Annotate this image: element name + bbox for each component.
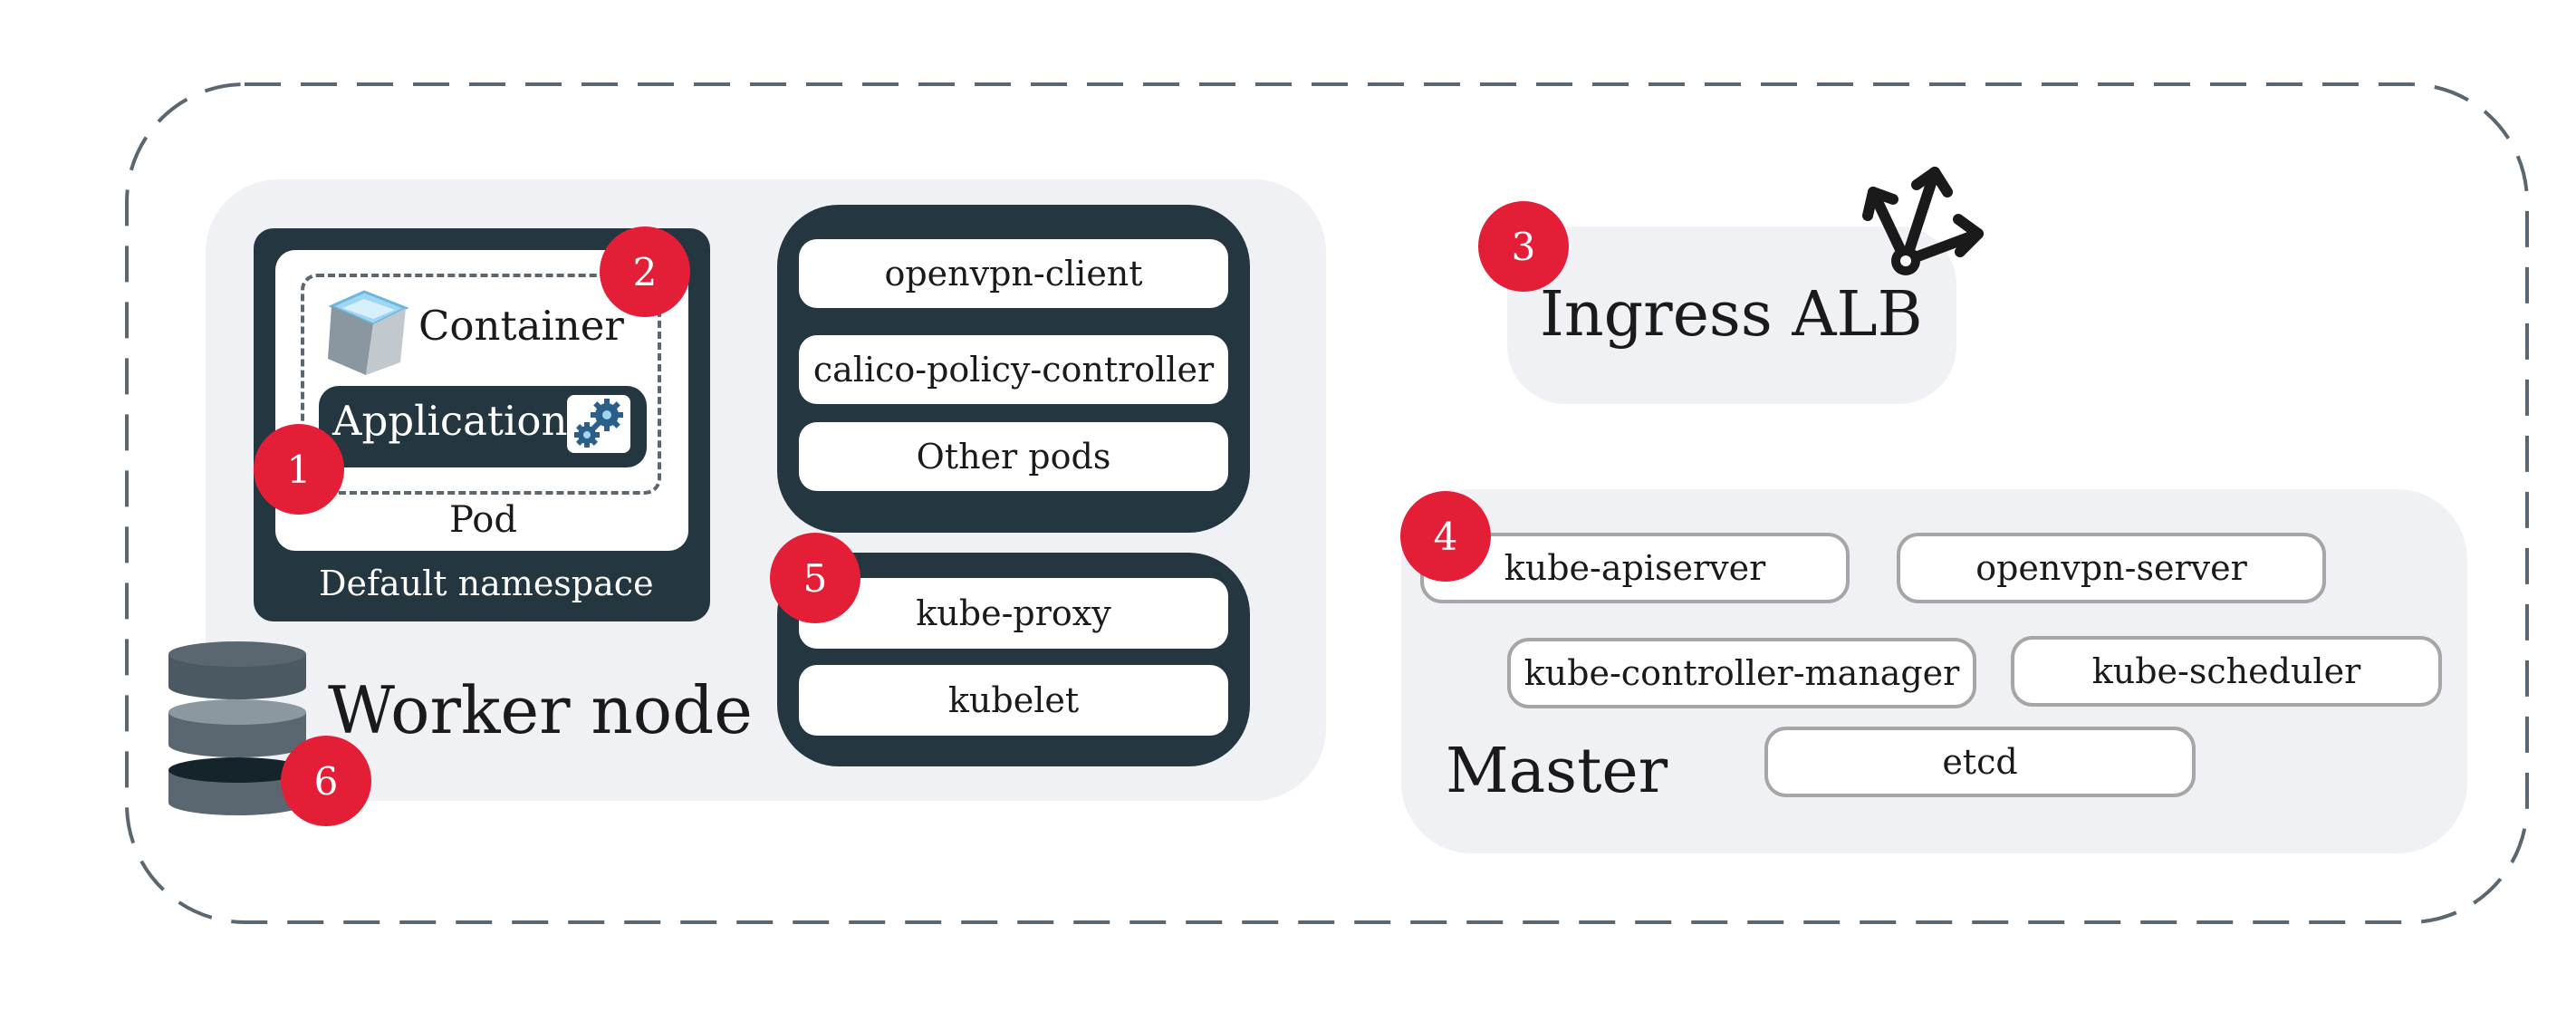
kube-apiserver-component: kube-apiserver	[1420, 533, 1850, 603]
badge-2: 2	[600, 226, 690, 317]
badge-1: 1	[254, 424, 344, 515]
storage-database-icon	[168, 641, 306, 815]
badge-5: 5	[770, 533, 860, 623]
calico-policy-controller-pod: calico-policy-controller	[799, 335, 1228, 404]
container-dashed-boundary	[301, 274, 661, 495]
openvpn-client-pod: openvpn-client	[799, 239, 1228, 308]
master-label: Master	[1446, 736, 1668, 807]
kube-scheduler-component: kube-scheduler	[2011, 636, 2442, 707]
badge-3: 3	[1478, 201, 1569, 292]
container-label: Container	[418, 302, 624, 350]
etcd-component: etcd	[1764, 727, 2196, 797]
badge-4: 4	[1400, 491, 1491, 582]
ingress-arrows-icon	[1862, 167, 1984, 275]
ingress-alb-panel	[1507, 226, 1956, 404]
pod-label: Pod	[449, 499, 517, 541]
kubelet-component: kubelet	[799, 665, 1228, 736]
kube-controller-manager-component: kube-controller-manager	[1507, 638, 1976, 708]
kube-proxy-component: kube-proxy	[799, 578, 1228, 649]
worker-node-label: Worker node	[328, 672, 753, 748]
gears-icon	[567, 395, 630, 453]
badge-6: 6	[281, 736, 371, 826]
other-pods: Other pods	[799, 422, 1228, 491]
openvpn-server-component: openvpn-server	[1897, 533, 2326, 603]
application-label: Application	[332, 397, 568, 445]
container-cube-icon	[328, 290, 409, 375]
ingress-alb-label: Ingress ALB	[1540, 279, 1923, 351]
namespace-label: Default namespace	[319, 563, 654, 603]
